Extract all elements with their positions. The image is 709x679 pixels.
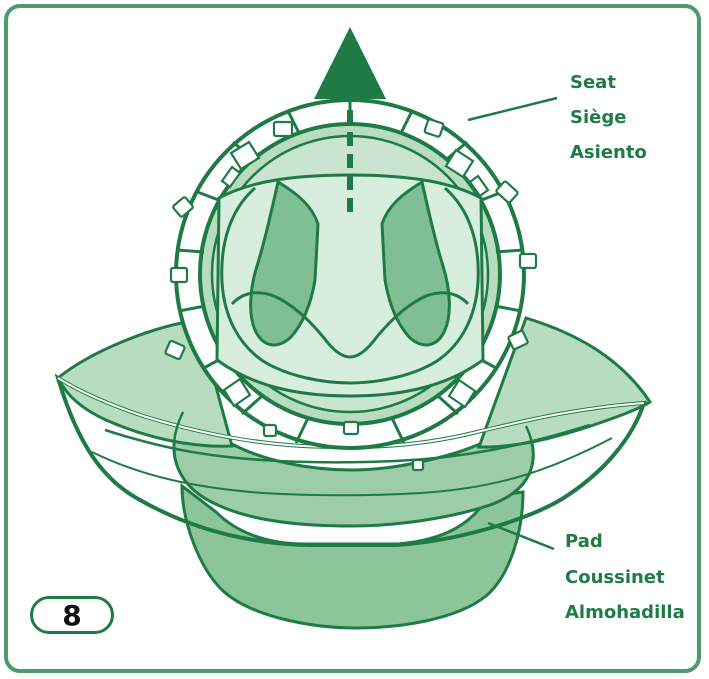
pad-label-line-2: Coussinet [565, 569, 665, 587]
pad-label-line-3: Almohadilla [565, 604, 685, 622]
step-badge: 8 [30, 596, 114, 634]
seat-label-line-2: Siège [570, 109, 626, 127]
seat-label-line-1: Seat [570, 74, 616, 92]
step-number: 8 [62, 599, 81, 632]
seat-label-line-3: Asiento [570, 144, 647, 162]
pad-label-line-1: Pad [565, 533, 603, 551]
